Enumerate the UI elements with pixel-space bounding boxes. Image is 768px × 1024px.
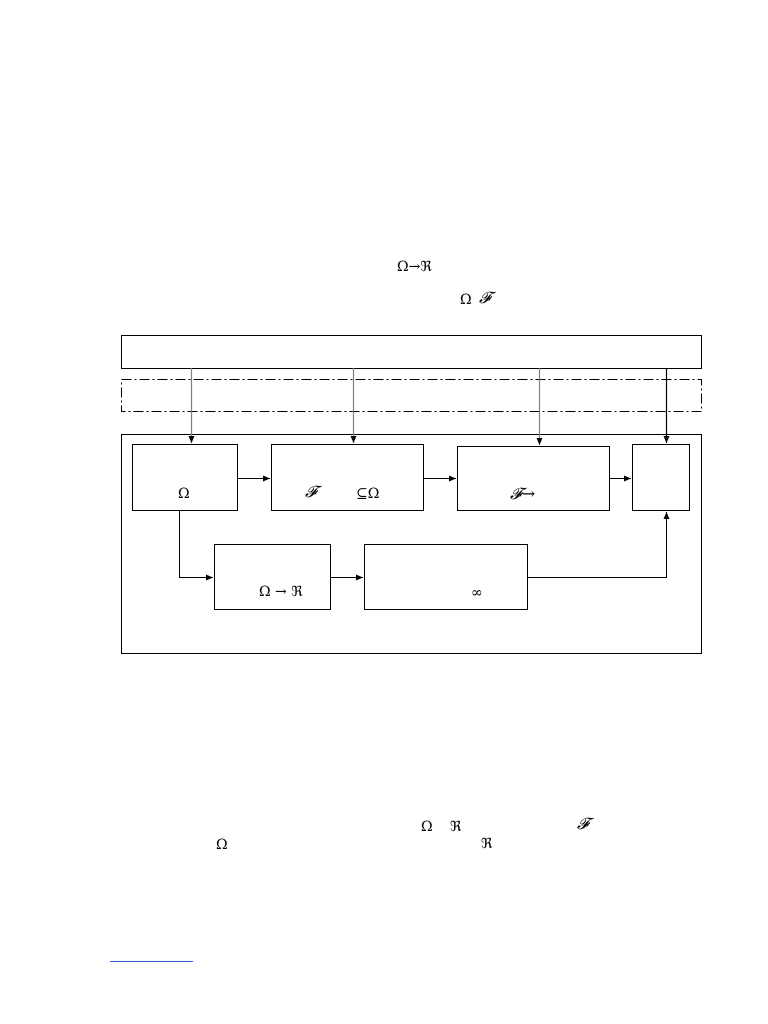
box2-symbol-f: 𝓕 [305, 482, 317, 501]
box-sample-space [132, 444, 238, 511]
bottom-expression-omega-2: Ω [216, 837, 228, 853]
box-probability-measure [457, 446, 610, 511]
box-events [271, 444, 424, 511]
bottom-expression-r-2: ℜ [481, 836, 493, 852]
top-expression-omega: Ω [460, 292, 472, 308]
bottom-expression-omega: Ω [421, 819, 433, 835]
box2-symbol-subset: ⊆Ω [356, 486, 380, 502]
arrow-box1-to-box5 [179, 511, 213, 581]
arrow-box6-to-box4 [528, 512, 670, 578]
box-result [632, 444, 690, 511]
container-box [121, 434, 702, 654]
top-expression-script-f: 𝓕 [479, 288, 491, 307]
bottom-expression-script-f: 𝓕 [577, 814, 589, 833]
box-distribution [364, 544, 528, 610]
box6-symbol: ∞ [471, 585, 483, 601]
top-wide-box [121, 335, 702, 369]
box3-symbol: 𝓕→ [510, 484, 536, 503]
bottom-expression-r: ℜ [450, 819, 462, 835]
box1-symbol: Ω [178, 486, 190, 502]
footnote-separator [110, 961, 193, 962]
dash-dot-band [121, 379, 702, 412]
box5-symbol: Ω → ℜ [259, 584, 303, 600]
box-random-variable [214, 544, 331, 610]
top-expression-omega-to-r: Ω→ℜ [397, 259, 432, 275]
